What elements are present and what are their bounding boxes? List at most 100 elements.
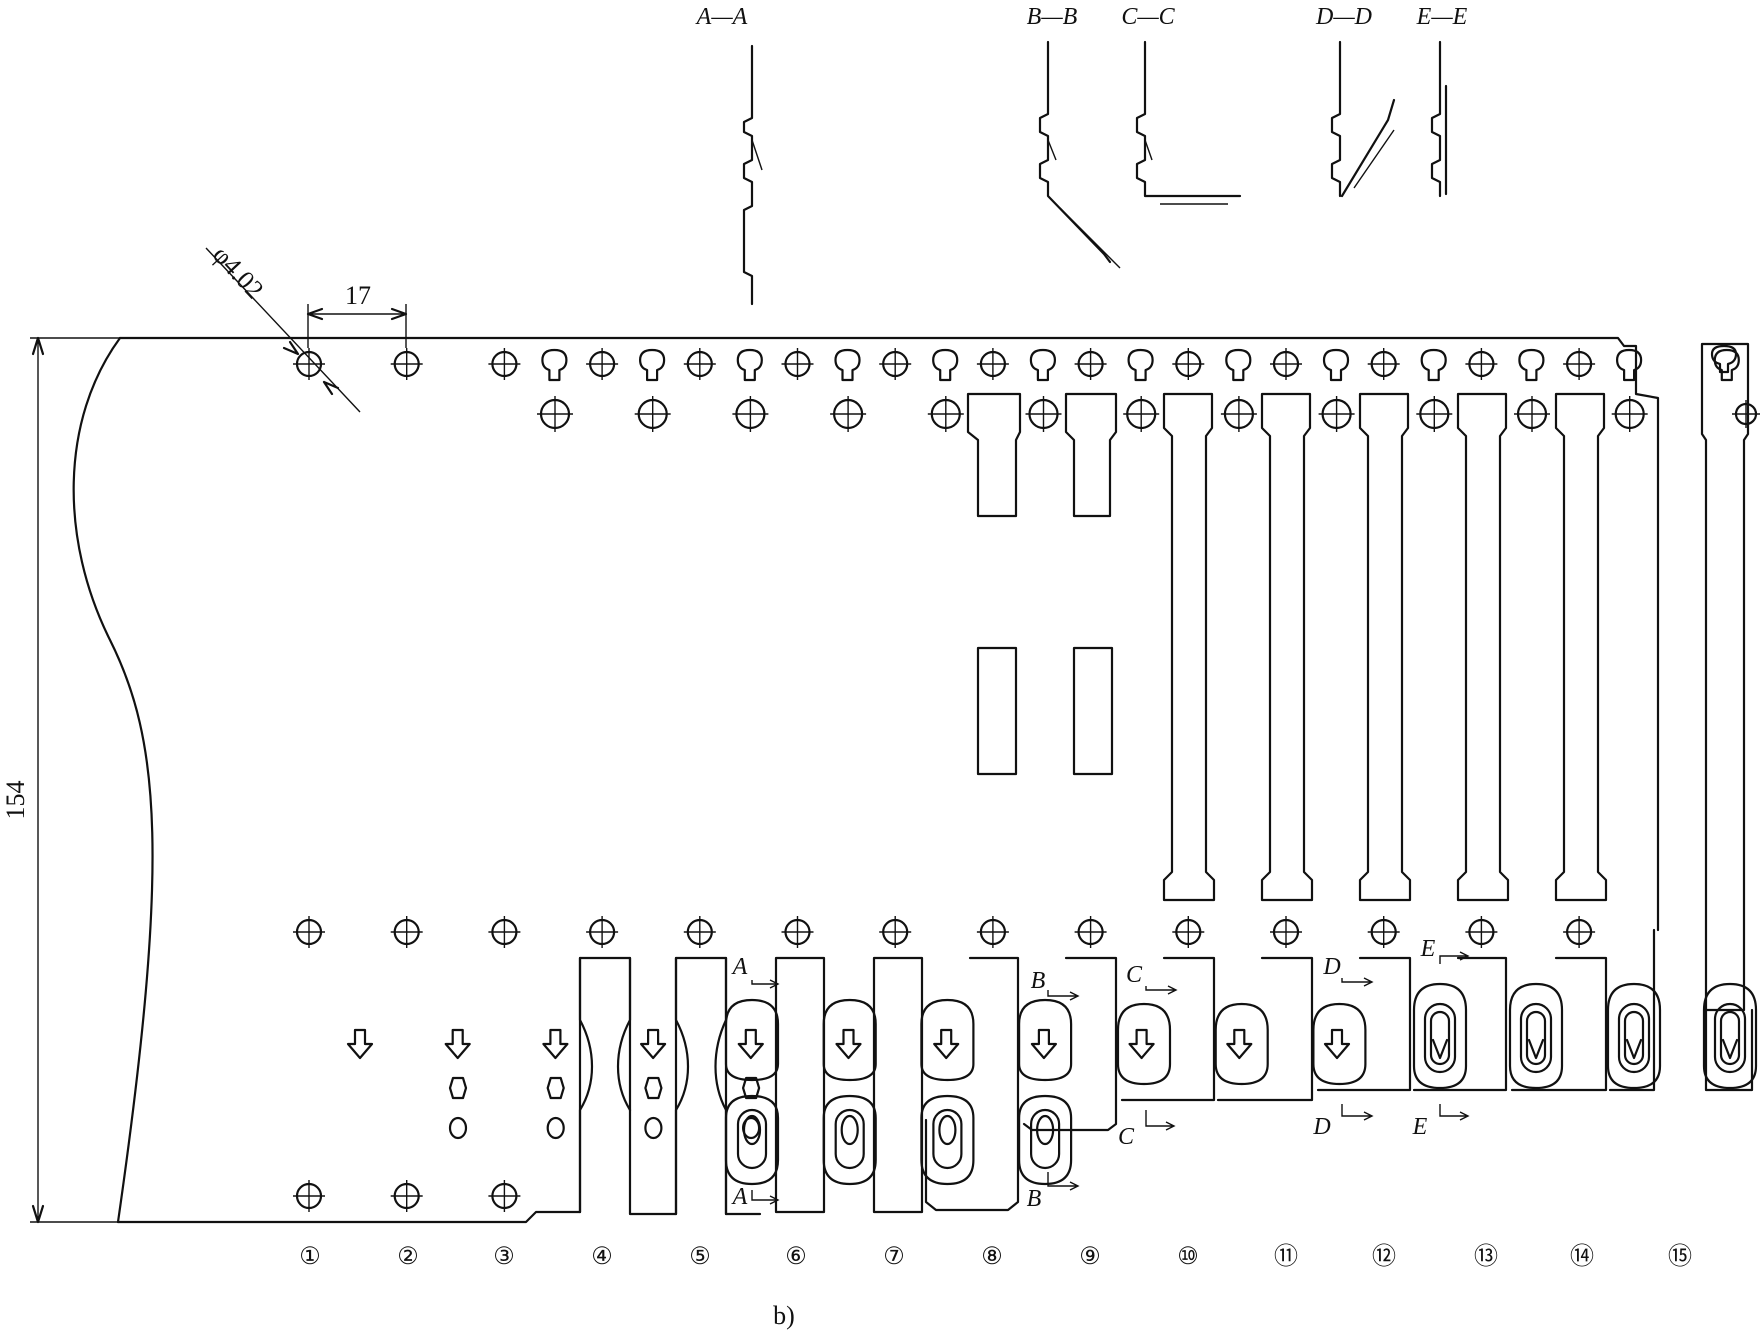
formed-part xyxy=(822,998,877,1186)
section-title-c: C—C xyxy=(1121,4,1175,30)
section-view-a xyxy=(742,44,763,306)
pilot-hole xyxy=(1074,348,1107,380)
pilot-hole xyxy=(879,348,912,380)
dimension-pitch: 17 xyxy=(306,281,408,348)
formed-part xyxy=(1312,1002,1367,1086)
station-number: ⑭ xyxy=(1570,1243,1594,1270)
carrier-arms xyxy=(966,342,1750,1012)
pilot-holes-row-last xyxy=(293,1180,521,1212)
pilot-hole xyxy=(1367,916,1400,948)
formed-part xyxy=(1214,1002,1269,1086)
pilot-hole xyxy=(586,348,619,380)
down-arrow-icon xyxy=(640,1028,667,1060)
section-view-c xyxy=(1135,40,1242,205)
marker-d-bottom: D xyxy=(1312,1114,1330,1140)
loop-part xyxy=(1702,982,1758,1090)
pilot-hole-large xyxy=(1123,396,1160,432)
pierce-slot xyxy=(448,1076,468,1140)
keyhole-punch xyxy=(1518,348,1545,382)
pilot-holes-row-top xyxy=(293,348,1760,428)
dim-154-text: 154 xyxy=(1,781,30,820)
formed-part xyxy=(1116,1002,1172,1086)
pilot-hole xyxy=(976,348,1009,380)
keyhole-punch xyxy=(1127,348,1154,382)
marker-c-top: C xyxy=(1126,962,1143,988)
section-title-b: B—B xyxy=(1027,4,1078,30)
keyhole-punch xyxy=(834,348,861,382)
pilot-hole xyxy=(1270,348,1302,380)
pilot-hole-large xyxy=(1025,396,1062,432)
pilot-hole xyxy=(781,916,814,948)
keyhole-punch xyxy=(1616,348,1643,382)
pilot-hole xyxy=(1367,348,1400,380)
station-number: ⑪ xyxy=(1274,1243,1298,1270)
pilot-hole xyxy=(488,1180,521,1212)
pilot-hole xyxy=(1172,348,1205,380)
marker-e-top: E xyxy=(1420,936,1436,962)
pilot-hole-large xyxy=(830,396,867,432)
pilot-hole xyxy=(683,348,716,380)
pilot-hole xyxy=(1074,916,1107,948)
station-number: ④ xyxy=(591,1244,613,1270)
pilot-holes-row-second xyxy=(537,396,1648,432)
pilot-hole xyxy=(976,916,1009,948)
marker-b-top: B xyxy=(1031,968,1046,994)
keyhole-punch xyxy=(1710,344,1738,374)
keyhole-punch xyxy=(1713,348,1740,382)
section-title-a: A—A xyxy=(695,4,748,30)
marker-a-top: A xyxy=(731,954,748,980)
station-number: ① xyxy=(299,1244,321,1270)
pilot-hole xyxy=(1563,916,1596,948)
station-number: ③ xyxy=(493,1244,515,1270)
formed-part xyxy=(920,998,975,1186)
keyhole-punch xyxy=(736,348,763,382)
pilot-hole xyxy=(1172,916,1205,948)
pilot-hole xyxy=(1563,348,1596,380)
formed-part xyxy=(724,998,780,1186)
pilot-hole xyxy=(683,916,716,948)
keyhole-punch xyxy=(1420,348,1447,382)
down-arrow-icon xyxy=(1128,1028,1155,1060)
pilot-hole-large xyxy=(1514,396,1550,432)
station-number: ⑨ xyxy=(1079,1244,1101,1270)
pilot-hole xyxy=(390,348,423,380)
section-view-d xyxy=(1330,40,1396,198)
keyhole-row xyxy=(541,344,1740,382)
station-number: ⑮ xyxy=(1668,1243,1692,1270)
down-arrow-icon xyxy=(835,1028,862,1060)
marker-c-bottom: C xyxy=(1118,1124,1135,1150)
keyhole-punch xyxy=(932,348,959,382)
pilot-hole-large xyxy=(927,396,964,432)
loop-part xyxy=(1412,982,1468,1090)
pilot-hole xyxy=(1270,916,1302,948)
keyhole-punch xyxy=(639,348,666,382)
section-view-b xyxy=(1038,40,1121,269)
pilot-hole xyxy=(1732,400,1760,428)
down-arrow-icon xyxy=(737,1028,764,1060)
loop-part xyxy=(1606,982,1662,1090)
marker-d-top: D xyxy=(1322,954,1340,980)
station-number: ⑩ xyxy=(1177,1244,1199,1270)
section-markers: A A B B C C D D E E xyxy=(731,936,1470,1212)
marker-e-bottom: E xyxy=(1412,1114,1428,1140)
section-title-e: E—E xyxy=(1416,4,1468,30)
station-number: ② xyxy=(397,1244,419,1270)
dim-17-text: 17 xyxy=(345,281,371,310)
formed-part xyxy=(1018,998,1073,1186)
down-arrow-icon xyxy=(1323,1028,1351,1060)
dim-phi-text: φ4.02 xyxy=(207,240,269,304)
pilot-hole-large xyxy=(537,396,573,432)
dimension-pilot-diameter: φ4.02 xyxy=(205,240,361,413)
feed-arrows xyxy=(346,1028,1351,1140)
down-arrow-icon xyxy=(346,1028,374,1060)
keyhole-punch xyxy=(541,348,568,382)
pilot-holes-row-bottom xyxy=(293,916,1596,948)
down-arrow-icon xyxy=(542,1028,569,1060)
section-views: A—A B—B C—C D—D E—E xyxy=(695,4,1468,306)
marker-b-bottom: B xyxy=(1027,1186,1042,1212)
station-number: ⑤ xyxy=(689,1244,711,1270)
dimension-height: 154 xyxy=(1,336,120,1224)
section-title-d: D—D xyxy=(1315,4,1372,30)
